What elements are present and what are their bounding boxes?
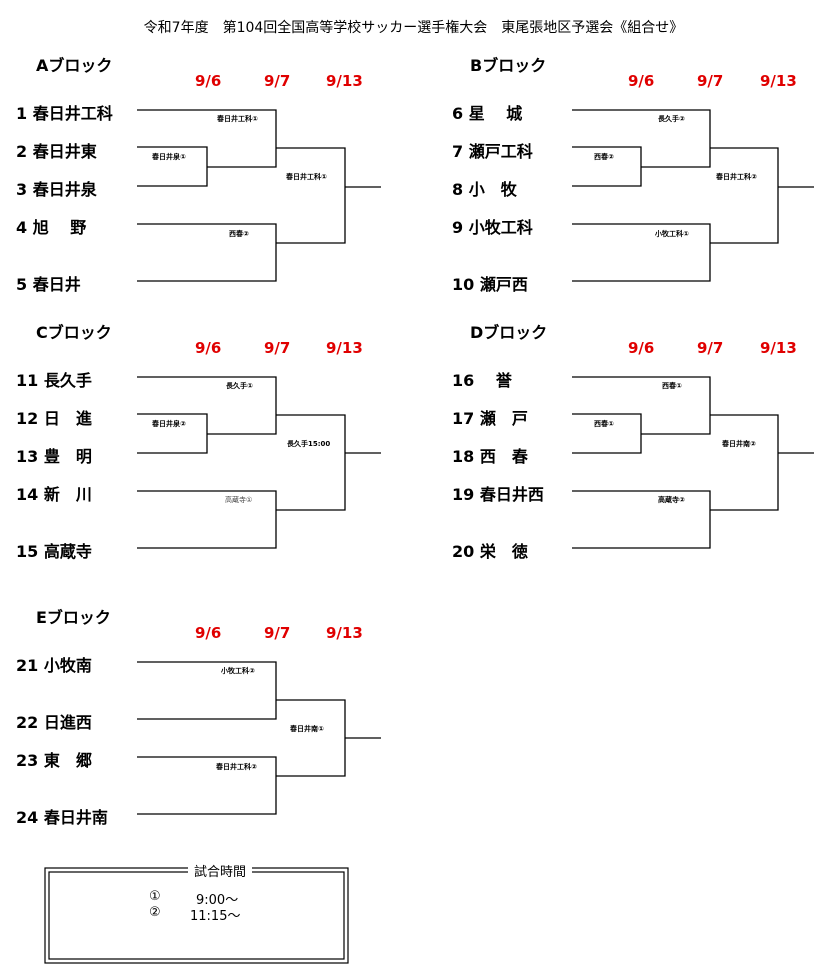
block-c-date-3: 9/13 (326, 339, 363, 357)
team-22: 22 日進西 (16, 713, 92, 732)
team-14: 14 新 川 (16, 485, 92, 504)
team-8: 8 小 牧 (452, 180, 517, 199)
block-d-winner-final: 春日井南② (722, 440, 756, 448)
team-16: 16 誉 (452, 371, 512, 390)
team-12: 12 日 進 (16, 409, 92, 428)
block-d-winner-r1-bottom: 高蔵寺② (658, 496, 685, 504)
block-b-winner-r1-mid: 西春② (594, 153, 614, 161)
team-4: 4 旭 野 (16, 218, 87, 237)
block-e-date-3: 9/13 (326, 624, 363, 642)
block-a-winner-r1-top: 春日井工科① (217, 115, 258, 123)
block-e-date-1: 9/6 (195, 624, 222, 642)
team-15: 15 高蔵寺 (16, 542, 92, 561)
block-e-date-2: 9/7 (264, 624, 291, 642)
team-17: 17 瀬 戸 (452, 409, 528, 428)
block-b-date-2: 9/7 (697, 72, 724, 90)
team-3: 3 春日井泉 (16, 180, 97, 199)
team-19: 19 春日井西 (452, 485, 544, 504)
block-c-winner-r1-top: 長久手① (226, 382, 253, 390)
block-a-winner-r1-bottom: 西春② (229, 230, 249, 238)
team-20: 20 栄 徳 (452, 542, 528, 561)
block-e-winner-r1-top: 小牧工科② (221, 667, 255, 675)
block-b-winner-final: 春日井工科② (716, 173, 757, 181)
block-d-winner-r1-top: 西春① (662, 382, 682, 390)
match-time-2-value: 11:15～ (190, 909, 241, 924)
page-title: 令和7年度 第104回全国高等学校サッカー選手権大会 東尾張地区予選会《組合せ》 (143, 20, 684, 36)
block-b-title: Bブロック (470, 56, 547, 75)
team-6: 6 星 城 (452, 104, 523, 123)
block-b-winner-r1-bottom: 小牧工科① (655, 230, 689, 238)
block-c-winner-r1-mid: 春日井泉② (152, 420, 186, 428)
team-1: 1 春日井工科 (16, 104, 113, 123)
team-7: 7 瀬戸工科 (452, 142, 533, 161)
block-b-winner-r1-top: 長久手② (658, 115, 685, 123)
team-10: 10 瀬戸西 (452, 275, 528, 294)
block-c-date-1: 9/6 (195, 339, 222, 357)
block-c-winner-r1-bottom: 高蔵寺① (225, 496, 253, 504)
team-13: 13 豊 明 (16, 447, 92, 466)
block-d-title: Dブロック (470, 323, 548, 342)
block-b-date-3: 9/13 (760, 72, 797, 90)
block-c-title: Cブロック (36, 323, 112, 342)
team-2: 2 春日井東 (16, 142, 97, 161)
match-time-2-mark: ② (149, 905, 161, 920)
team-11: 11 長久手 (16, 371, 92, 390)
block-a-winner-r1-mid: 春日井泉① (152, 153, 186, 161)
block-a-date-2: 9/7 (264, 72, 291, 90)
match-time-1-mark: ① (149, 889, 161, 904)
block-c-winner-final: 長久手15:00 (287, 440, 331, 448)
block-d-winner-r1-mid: 西春① (594, 420, 614, 428)
block-e-title: Eブロック (36, 608, 111, 627)
team-5: 5 春日井 (16, 275, 81, 294)
block-b-date-1: 9/6 (628, 72, 655, 90)
team-24: 24 春日井南 (16, 808, 108, 827)
block-a-date-1: 9/6 (195, 72, 222, 90)
block-d-date-1: 9/6 (628, 339, 655, 357)
block-e-winner-final: 春日井南① (290, 725, 324, 733)
block-d-date-2: 9/7 (697, 339, 724, 357)
block-e-winner-r1-bottom: 春日井工科② (216, 763, 257, 771)
block-a-winner-final: 春日井工科① (286, 173, 327, 181)
team-18: 18 西 春 (452, 447, 528, 466)
block-a-title: Aブロック (36, 56, 113, 75)
match-time-1-value: 9:00～ (196, 893, 239, 908)
match-times-label: 試合時間 (188, 861, 253, 880)
team-9: 9 小牧工科 (452, 218, 533, 237)
block-a-date-3: 9/13 (326, 72, 363, 90)
block-d-date-3: 9/13 (760, 339, 797, 357)
block-c-date-2: 9/7 (264, 339, 291, 357)
team-23: 23 東 郷 (16, 751, 92, 770)
team-21: 21 小牧南 (16, 656, 92, 675)
